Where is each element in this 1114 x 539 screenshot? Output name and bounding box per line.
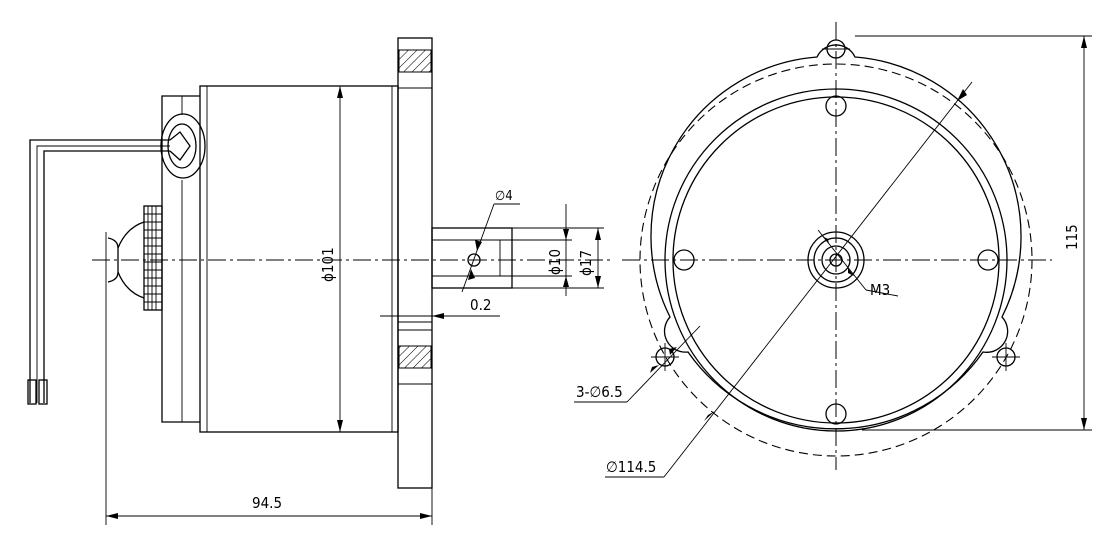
length-label: 94.5 (252, 494, 282, 512)
mounting-flange (397, 37, 433, 489)
pin-diameter-label: ∅4 (495, 189, 513, 204)
boss-diameter-dimension: ϕ17 (512, 227, 604, 289)
side-view: 94.5 ϕ101 ∅4 0.2 (27, 37, 612, 525)
body-diameter-label: ϕ101 (319, 247, 337, 282)
pin-diameter-dimension: ∅4 (461, 189, 520, 293)
body-outer-circle (664, 88, 1008, 432)
shaft-diameter-label: ϕ10 (546, 249, 564, 275)
mount-hole-label: 3-∅6.5 (576, 383, 623, 401)
boss-diameter-label: ϕ17 (577, 250, 595, 276)
height-label: 115 (1063, 224, 1081, 250)
thread-callout: M3 (817, 229, 899, 299)
mount-hole-callout: 3-∅6.5 (574, 325, 701, 403)
thread-label: M3 (870, 281, 890, 299)
lead-wires (27, 139, 170, 405)
length-dimension: 94.5 (105, 232, 433, 525)
bolt-circle (639, 63, 1033, 457)
shaft-diameter-dimension: ϕ10 (512, 204, 572, 296)
front-view: 115 ∅114.5 3-∅6.5 M3 (574, 22, 1092, 478)
screw-holes (673, 95, 999, 425)
mount-holes (651, 39, 1020, 371)
front-flange-outline (650, 44, 1022, 430)
gap-dimension: 0.2 (380, 296, 500, 319)
rear-knob (107, 205, 163, 311)
wire-grommet (160, 113, 206, 179)
bolt-circle-label: ∅114.5 (606, 458, 656, 476)
output-shaft (431, 227, 513, 289)
bolt-circle-callout: ∅114.5 (605, 458, 664, 478)
body-diameter-dimension: ϕ101 (319, 86, 343, 432)
gap-label: 0.2 (470, 296, 491, 314)
height-dimension: 115 (855, 35, 1092, 431)
motor-body (199, 85, 399, 433)
body-inner-circle (672, 96, 1000, 424)
